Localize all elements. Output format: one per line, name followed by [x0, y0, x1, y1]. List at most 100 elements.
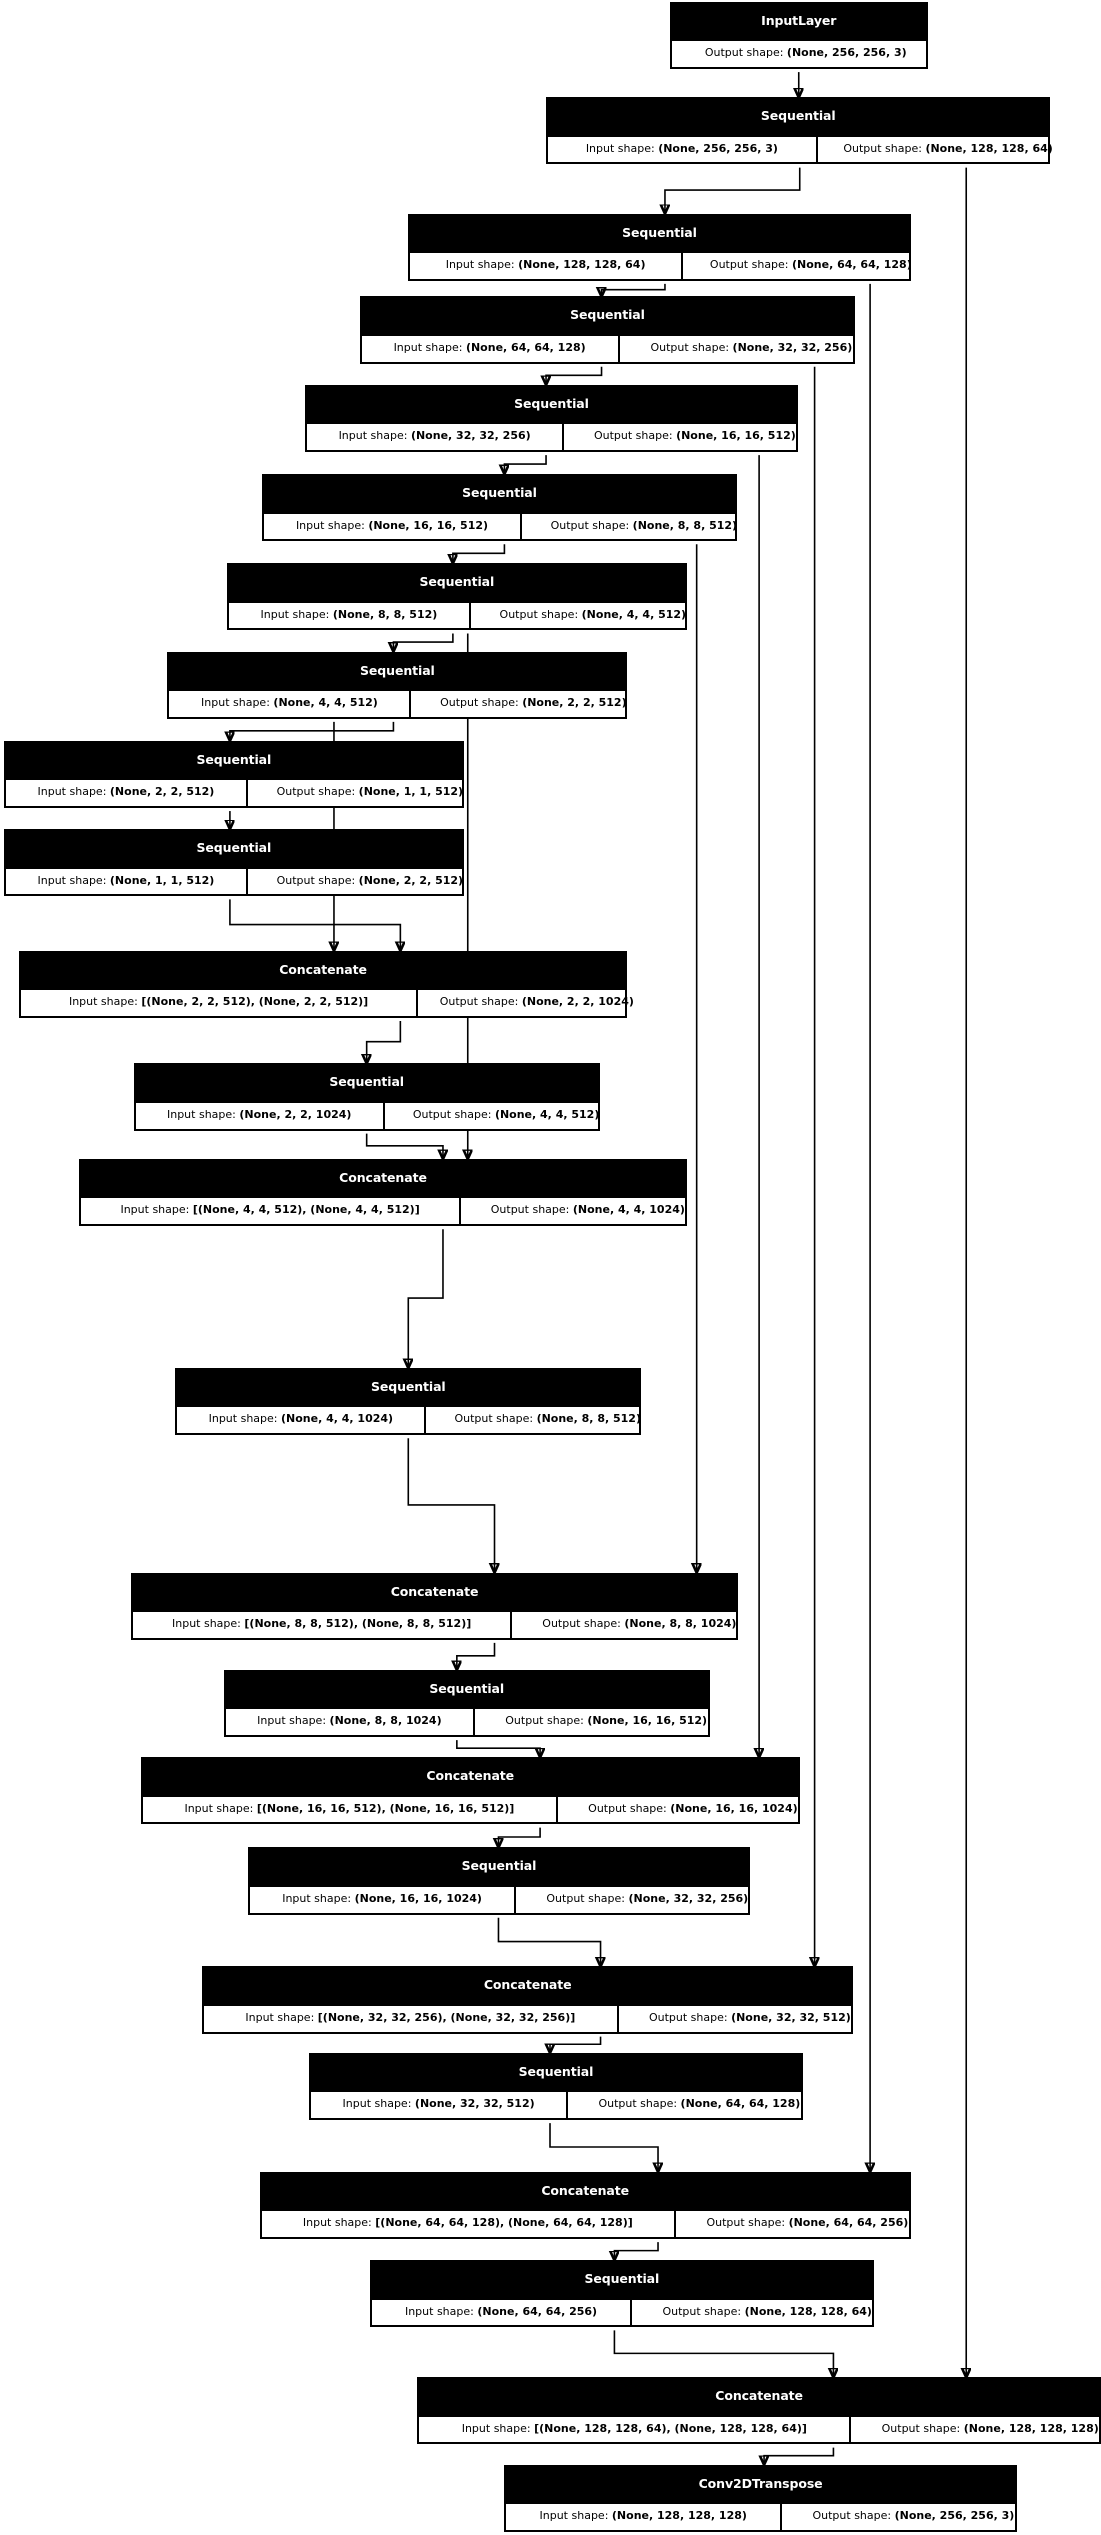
node-shape-row: Input shape: (None, 128, 128, 128)Output…	[506, 2502, 1015, 2530]
node-input-shape: Input shape: (None, 16, 16, 1024)	[250, 1886, 517, 1913]
input-shape-value: (None, 8, 8, 1024)	[329, 1714, 442, 1728]
edge-n7-n8	[230, 721, 395, 740]
edge-n14-n15	[457, 1642, 496, 1669]
output-shape-label: Output shape:	[454, 1412, 534, 1426]
output-shape-label: Output shape:	[276, 785, 356, 799]
node-shape-row: Input shape: [(None, 64, 64, 128), (None…	[261, 2209, 909, 2237]
node-type-label: Sequential	[361, 298, 854, 334]
output-shape-label: Output shape:	[709, 258, 789, 272]
node-output-shape: Output shape: (None, 16, 16, 1024)	[558, 1797, 828, 1823]
node-input-shape: Input shape: (None, 4, 4, 512)	[169, 691, 412, 717]
node-input-shape: Input shape: (None, 16, 16, 512)	[264, 513, 523, 540]
input-shape-value: [(None, 8, 8, 512), (None, 8, 8, 512)]	[244, 1617, 472, 1631]
node-input-shape: Input shape: [(None, 16, 16, 512), (None…	[143, 1796, 559, 1823]
node-output-shape: Output shape: (None, 256, 256, 3)	[672, 41, 940, 67]
node-shape-row: Input shape: [(None, 32, 32, 256), (None…	[204, 2003, 852, 2032]
node-type-label: Sequential	[5, 831, 462, 867]
node-type-label: Sequential	[548, 99, 1049, 135]
output-shape-label: Output shape:	[550, 518, 630, 532]
node-output-shape: Output shape: (None, 16, 16, 512)	[475, 1709, 738, 1735]
node-shape-row: Input shape: (None, 4, 4, 1024) Output sh…	[177, 1405, 641, 1434]
node-shape-row: Input shape: (None, 64, 64, 256)Output s…	[371, 2297, 873, 2326]
node-output-shape: Output shape: (None, 64, 64, 128)	[568, 2092, 831, 2118]
output-shape-value: (None, 2, 2, 512)	[522, 696, 627, 710]
node-input-shape: Input shape: [(None, 32, 32, 256), (None…	[204, 2005, 619, 2032]
output-shape-value: (None, 8, 8, 512)	[536, 1412, 641, 1426]
node-input-shape: Input shape: (None, 4, 4, 1024)	[177, 1407, 427, 1434]
output-shape-label: Output shape:	[662, 2304, 742, 2318]
output-shape-value: (None, 8, 8, 1024)	[624, 1617, 737, 1631]
node-output-shape: Output shape: (None, 16, 16, 512)	[564, 424, 826, 450]
input-shape-value: (None, 16, 16, 1024)	[354, 1891, 482, 1905]
input-shape-value: (None, 64, 64, 128)	[465, 340, 586, 354]
node-input-shape: Input shape: (None, 128, 128, 64)	[410, 253, 683, 279]
node-input-shape: Input shape: (None, 2, 2, 512)	[6, 780, 248, 806]
input-shape-label: Input shape:	[172, 1617, 241, 1631]
edge-n3-n4	[546, 366, 603, 384]
edge-n19-n20	[549, 2123, 658, 2171]
input-shape-label: Input shape:	[68, 995, 138, 1009]
input-shape-label: Input shape:	[539, 2509, 609, 2523]
output-shape-value: (None, 16, 16, 512)	[676, 429, 796, 443]
input-shape-value: [(None, 2, 2, 512), (None, 2, 2, 512)]	[141, 995, 369, 1009]
output-shape-label: Output shape:	[440, 696, 519, 710]
input-shape-label: Input shape:	[282, 1891, 352, 1905]
edge-n9-n10	[229, 899, 400, 949]
output-shape-value: (None, 128, 128, 128)	[963, 2421, 1099, 2435]
input-shape-value: [(None, 16, 16, 512), (None, 16, 16, 512…	[256, 1801, 515, 1815]
node-shape-row: Input shape: (None, 8, 8, 1024)Output sh…	[225, 1707, 708, 1735]
node-output-shape: Output shape: (None, 2, 2, 512)	[411, 691, 655, 717]
node-type-label: Sequential	[249, 1849, 749, 1885]
output-shape-label: Output shape:	[812, 2509, 892, 2523]
node-input-shape: Input shape: [(None, 128, 128, 64), (Non…	[419, 2416, 852, 2443]
input-shape-value: [(None, 32, 32, 256), (None, 32, 32, 256…	[317, 2010, 576, 2024]
input-shape-label: Input shape:	[257, 1714, 327, 1728]
output-shape-value: (None, 4, 4, 512)	[494, 1107, 600, 1121]
node-input-shape: Input shape: (None, 256, 256, 3)	[548, 136, 818, 163]
output-shape-value: (None, 256, 256, 3)	[894, 2509, 1015, 2523]
input-shape-label: Input shape:	[585, 141, 655, 155]
node-output-shape: Output shape: (None, 4, 4, 1024)	[461, 1198, 715, 1224]
node-shape-row: Input shape: (None, 16, 16, 512) Output s…	[263, 511, 738, 540]
node-shape-row: Input shape: (None, 4, 4, 512) Output sha…	[169, 689, 627, 717]
node-output-shape: Output shape: (None, 32, 32, 256)	[516, 1887, 778, 1913]
node-shape-row: Input shape: (None, 2, 2, 1024)Output sh…	[135, 1100, 600, 1129]
output-shape-value: (None, 1, 1, 512)	[358, 785, 464, 799]
output-shape-label: Output shape:	[706, 2216, 786, 2230]
node-shape-row: Input shape: (None, 8, 8, 512)Output sha…	[228, 600, 686, 629]
input-shape-label: Input shape:	[404, 2304, 474, 2318]
node-type-label: Concatenate	[20, 952, 626, 989]
input-shape-value: (None, 2, 2, 1024)	[239, 1107, 352, 1121]
output-shape-label: Output shape:	[499, 607, 579, 621]
output-shape-value: (None, 8, 8, 512)	[632, 518, 738, 532]
output-shape-label: Output shape:	[648, 2010, 728, 2024]
node-output-shape: Output shape: (None, 128, 128, 64)	[818, 137, 1079, 163]
output-shape-value: (None, 32, 32, 256)	[628, 1891, 749, 1905]
node-output-shape: Output shape: (None, 64, 64, 128)	[683, 253, 939, 279]
input-shape-label: Input shape:	[166, 1107, 236, 1121]
